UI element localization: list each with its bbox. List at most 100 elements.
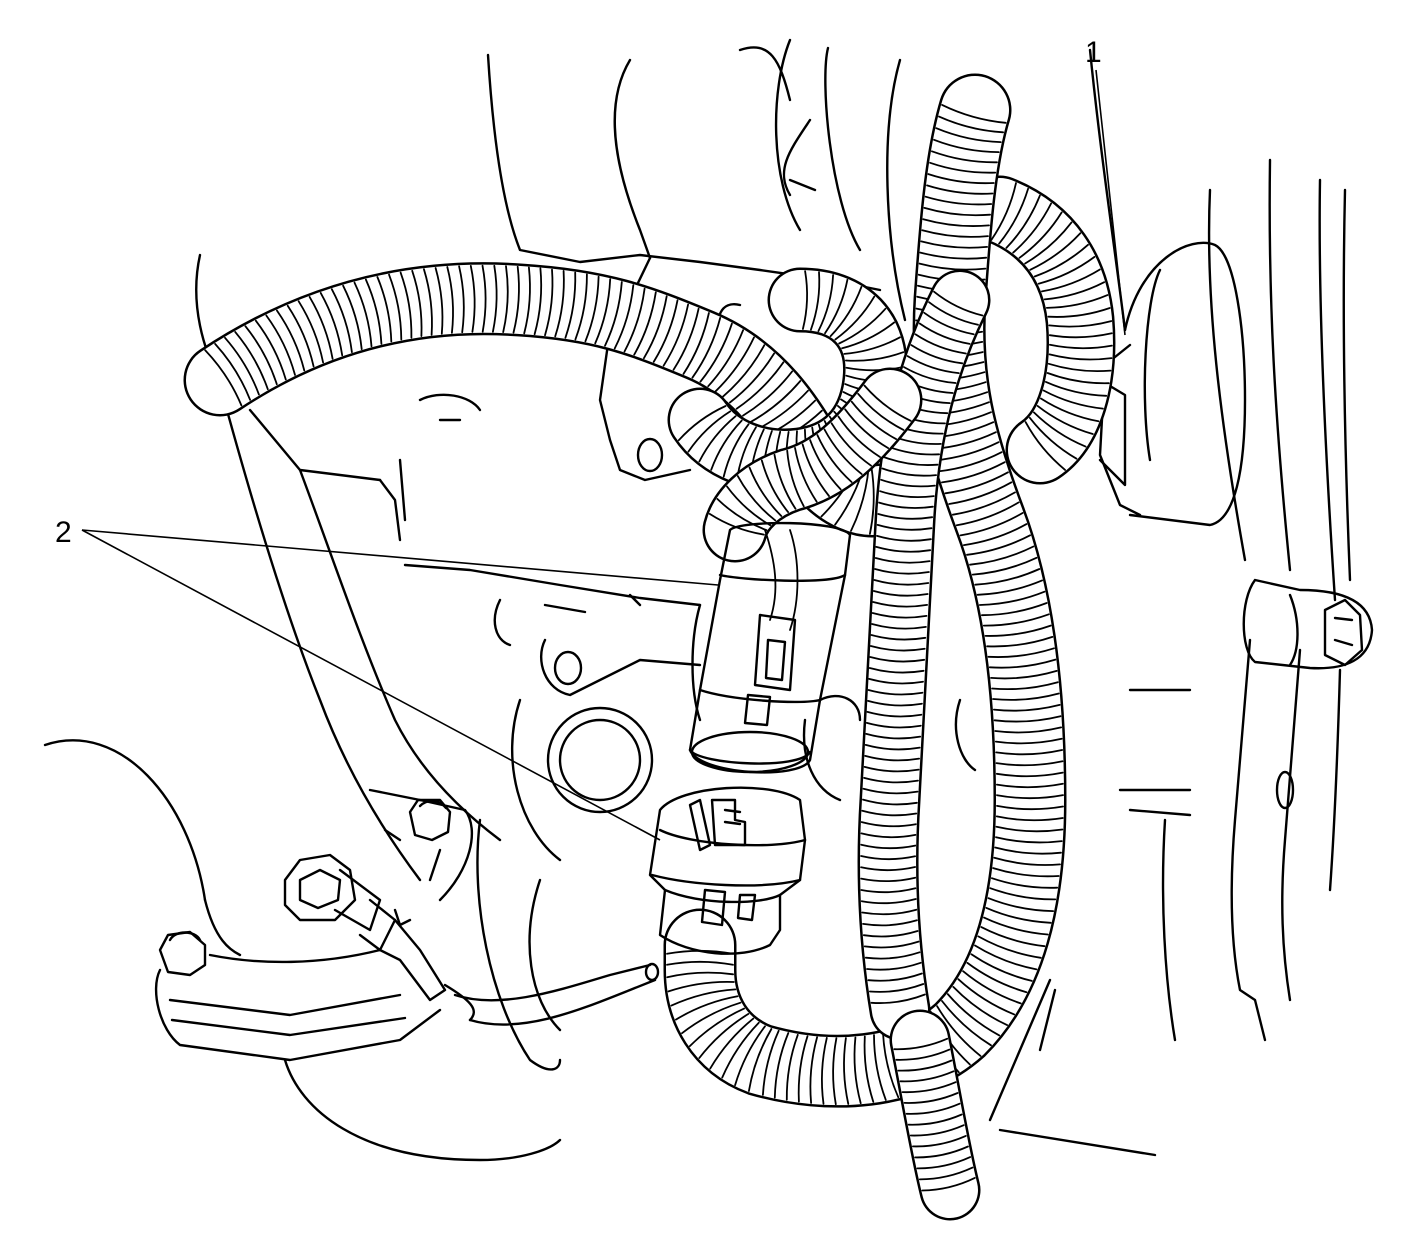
conduit-rib (909, 1124, 965, 1137)
conduit-rib (994, 726, 1062, 734)
conduit-rib (910, 344, 964, 365)
conduit-rib (330, 288, 353, 353)
conduit-rib (760, 459, 789, 513)
conduit-rib (1028, 416, 1078, 460)
conduit-rib (977, 935, 1042, 959)
conduit-rib (941, 461, 1006, 484)
conduit-rib (944, 471, 1009, 495)
conduit-rib (675, 995, 739, 1021)
conduit-rib (871, 623, 927, 630)
conduit-rib (1036, 405, 1094, 435)
conduit-rib (714, 336, 755, 393)
conduit-rib (681, 1001, 742, 1035)
conduit-rib (966, 962, 1028, 994)
conduit-rib (809, 1036, 818, 1104)
conduit-rib (983, 916, 1049, 936)
conduit-rib (224, 336, 260, 396)
conduit-rib (862, 919, 918, 927)
conduit-rib (993, 856, 1061, 866)
conduit-rib (861, 809, 918, 817)
conduit-rib (941, 104, 1007, 124)
conduit-rib (388, 273, 403, 341)
conduit-rib (867, 972, 923, 982)
conduit-rib (921, 229, 989, 238)
conduit-rib (946, 993, 1001, 1037)
conduit-rib (817, 274, 834, 332)
conduit-rib (995, 836, 1063, 844)
conduit-rib (698, 415, 737, 463)
conduit-rib (966, 534, 1031, 556)
conduit-rib (862, 787, 919, 795)
conduit-rib (319, 292, 344, 357)
conduit-rib (929, 161, 997, 174)
conduit-rib (736, 475, 777, 522)
conduit-rib (974, 944, 1038, 971)
conduit-rib (502, 265, 509, 333)
conduit-rib (342, 284, 363, 350)
conduit-rib (857, 392, 905, 431)
conduit-rib (935, 127, 1002, 143)
conduit-rib (533, 267, 543, 336)
conduit-rib (937, 451, 1003, 473)
conduit-rib (933, 138, 1000, 153)
conduit-rib (870, 634, 927, 641)
conduit-rib (918, 1166, 974, 1181)
conduit-rib (1041, 268, 1101, 293)
conduit-rib (987, 647, 1055, 658)
callout-2: 2 (55, 516, 719, 841)
conduit-rib (204, 349, 243, 407)
conduit-rib (735, 361, 785, 410)
conduit-rib (978, 590, 1046, 606)
conduit-rib (376, 276, 393, 343)
conduit-rib (874, 557, 931, 564)
conduit-rib (970, 953, 1033, 982)
conduit-rib (863, 1035, 875, 1103)
conduit-rib (991, 681, 1059, 691)
conduit-rib (955, 501, 1020, 527)
conduit-rib (365, 278, 383, 345)
conduit-rib (969, 545, 1035, 566)
conduit-rib (834, 295, 876, 341)
conduit-rib (613, 284, 635, 350)
conduit-rib (861, 908, 918, 916)
conduit-rib (927, 173, 995, 185)
conduit-rib (748, 466, 783, 517)
conduit-rib (876, 535, 932, 542)
conduit-rib (1043, 281, 1106, 301)
conduit-rib (801, 443, 830, 497)
conduit-rib (1048, 320, 1113, 328)
conduit-rib (881, 467, 937, 477)
conduit-rib (873, 579, 930, 586)
conduit-rib (868, 667, 925, 674)
conduit-rib (722, 344, 766, 398)
conduit-rib (971, 556, 1038, 576)
conduit-rib (869, 467, 875, 535)
conduit-rib (762, 1029, 780, 1096)
conduit-rib (865, 722, 922, 729)
conduit-rib (919, 251, 988, 260)
conduit-rib (869, 645, 926, 652)
conduit-rib (864, 755, 920, 762)
conduit-rib (845, 365, 906, 372)
conduit-rib (816, 434, 853, 483)
conduit-rib (564, 271, 577, 339)
conduit-rib (933, 290, 984, 317)
conduit-rib (869, 656, 926, 663)
conduit-rib (872, 590, 929, 597)
conduit-rib (995, 825, 1064, 833)
conduit-rib (995, 749, 1063, 756)
conduit-rib (860, 821, 917, 828)
conduit-rib (952, 491, 1016, 516)
conduit-rib (838, 307, 887, 345)
wiring-harness (183, 73, 1116, 1221)
conduit-rib (878, 501, 934, 509)
conduit-rib (860, 898, 917, 905)
conduit-rib (286, 304, 315, 368)
conduit-rib (899, 1070, 955, 1083)
conduit-rib (672, 307, 700, 371)
conduit-rib (797, 1035, 809, 1103)
conduit-rib (926, 184, 994, 195)
conduit-rib (922, 218, 990, 227)
conduit-rib (994, 737, 1063, 745)
conduit-rib (984, 624, 1052, 637)
